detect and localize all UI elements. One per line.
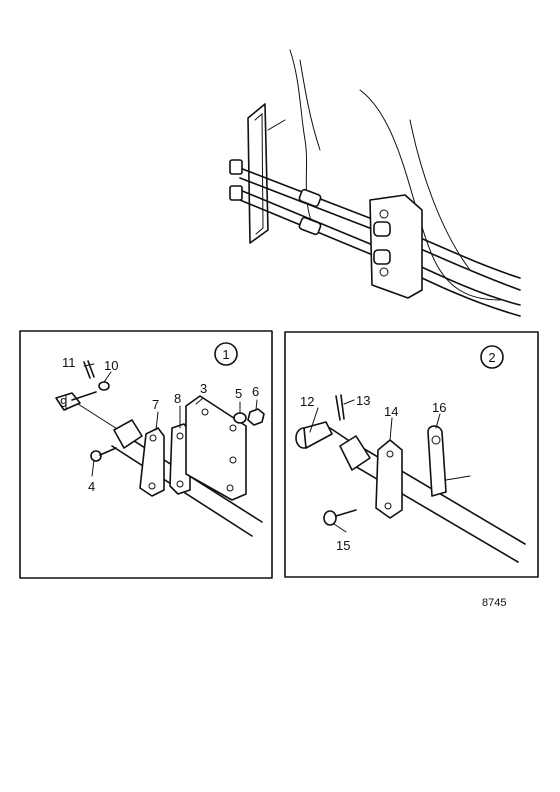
panel-1-frame xyxy=(19,330,273,579)
overview-illustration xyxy=(229,49,521,317)
label-4: 4 xyxy=(88,479,95,494)
label-3: 3 xyxy=(200,381,207,396)
label-10: 10 xyxy=(104,358,118,373)
label-8: 8 xyxy=(174,391,181,406)
figure-number: 8745 xyxy=(482,597,506,609)
label-12: 12 xyxy=(300,394,314,409)
label-7: 7 xyxy=(152,397,159,412)
label-13: 13 xyxy=(356,393,370,408)
label-14: 14 xyxy=(384,404,398,419)
panel-1-badge-text: 1 xyxy=(222,347,229,362)
label-6: 6 xyxy=(252,384,259,399)
label-15: 15 xyxy=(336,538,350,553)
label-11: 11 xyxy=(62,355,76,370)
panel-1-badge xyxy=(214,342,238,366)
panel-2-badge xyxy=(480,345,504,369)
label-9: 9 xyxy=(60,395,67,410)
panel-2: 2 12 13 14 16 15 xyxy=(284,331,539,578)
label-16: 16 xyxy=(432,400,446,415)
panel-2-frame xyxy=(284,331,539,578)
label-5: 5 xyxy=(235,386,242,401)
panel-2-badge-text: 2 xyxy=(488,350,495,365)
panel-1: 1 xyxy=(19,330,273,579)
